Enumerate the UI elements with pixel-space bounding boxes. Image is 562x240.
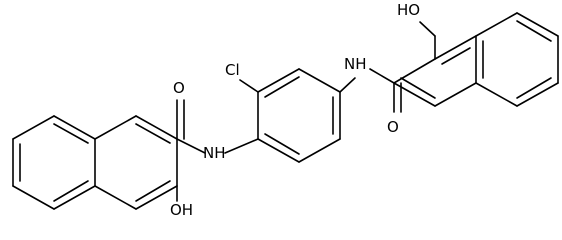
chlorine-label: Cl xyxy=(225,61,240,79)
right-naphthalene-outer-ring xyxy=(475,12,559,107)
chloro-bond xyxy=(239,79,259,93)
right-nh-label: NH xyxy=(344,55,367,73)
left-amide xyxy=(176,99,206,154)
right-amide xyxy=(369,68,402,113)
central-benzene-ring xyxy=(224,68,341,163)
left-naphthalene-outer-ring xyxy=(12,115,96,210)
chemical-structure: Cl NH NH HO OH O O xyxy=(12,1,559,218)
right-carbonyl-oxygen-label: O xyxy=(387,118,399,136)
right-naphthalene-inner-ring xyxy=(393,35,477,107)
right-amine-bond xyxy=(339,77,356,93)
left-nh-label: NH xyxy=(203,144,226,162)
top-hydroxyl-label: HO xyxy=(397,1,420,19)
left-naphthalene-inner-ring xyxy=(94,115,178,210)
left-carbonyl-oxygen-label: O xyxy=(173,79,185,97)
right-hydroxyl-bond xyxy=(419,21,436,37)
bottom-hydroxyl-label: OH xyxy=(170,201,193,218)
